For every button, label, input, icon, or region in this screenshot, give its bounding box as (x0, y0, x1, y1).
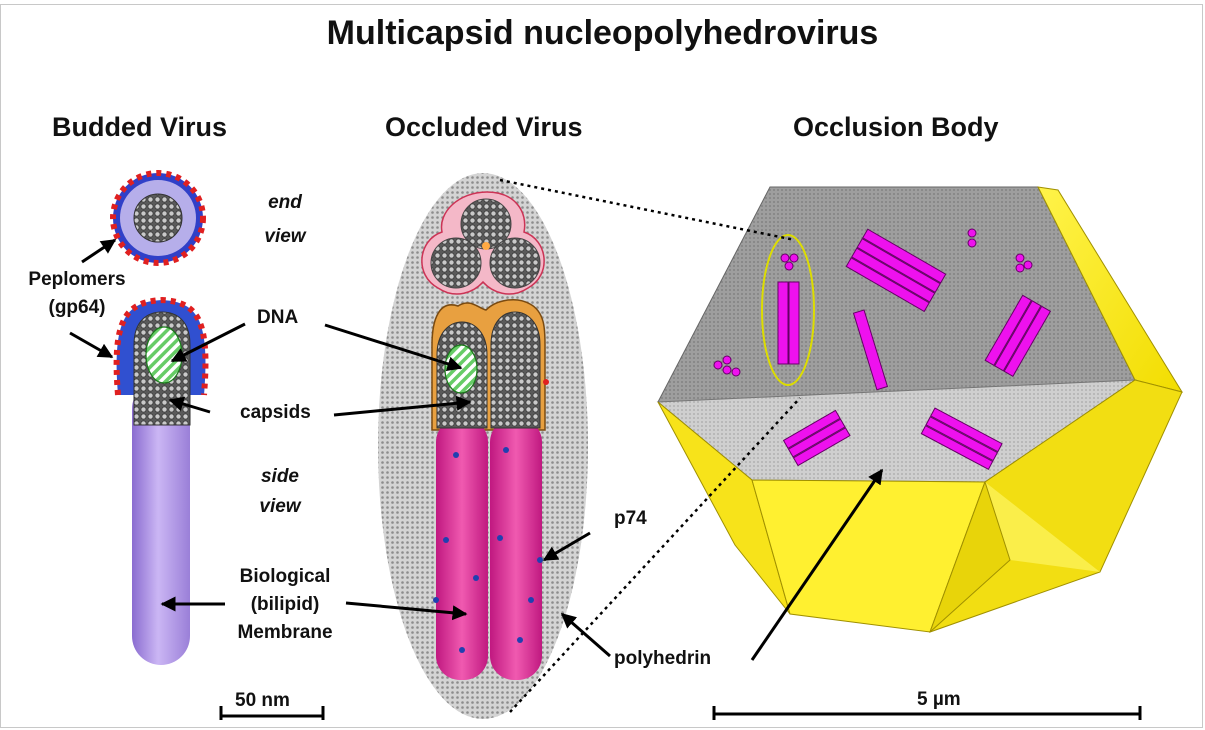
label-end: end (255, 192, 315, 214)
label-polyhedrin: polyhedrin (614, 648, 711, 670)
label-membrane: Membrane (215, 622, 355, 644)
scale-bar-large-label: 5 µm (917, 689, 961, 711)
label-capsids: capsids (240, 402, 311, 424)
label-biological: Biological (215, 566, 355, 588)
label-side: side (250, 466, 310, 488)
label-peplomers: Peplomers (22, 269, 132, 291)
label-gp64: (gp64) (22, 297, 132, 319)
heading-budded-virus: Budded Virus (52, 112, 227, 143)
label-side-view: view (250, 496, 310, 518)
label-end-view: view (255, 226, 315, 248)
label-p74: p74 (614, 508, 647, 530)
occluded-virus (378, 173, 588, 719)
scale-bar-small-label: 50 nm (235, 690, 290, 712)
label-dna: DNA (257, 307, 298, 329)
occlusion-body-polyhedron (658, 185, 1182, 632)
budded-virus-side-view (117, 300, 206, 665)
label-bilipid: (bilipid) (215, 594, 355, 616)
heading-occlusion-body: Occlusion Body (793, 112, 999, 143)
figure-title: Multicapsid nucleopolyhedrovirus (0, 14, 1205, 53)
heading-occluded-virus: Occluded Virus (385, 112, 583, 143)
budded-virus-end-view (113, 173, 203, 263)
